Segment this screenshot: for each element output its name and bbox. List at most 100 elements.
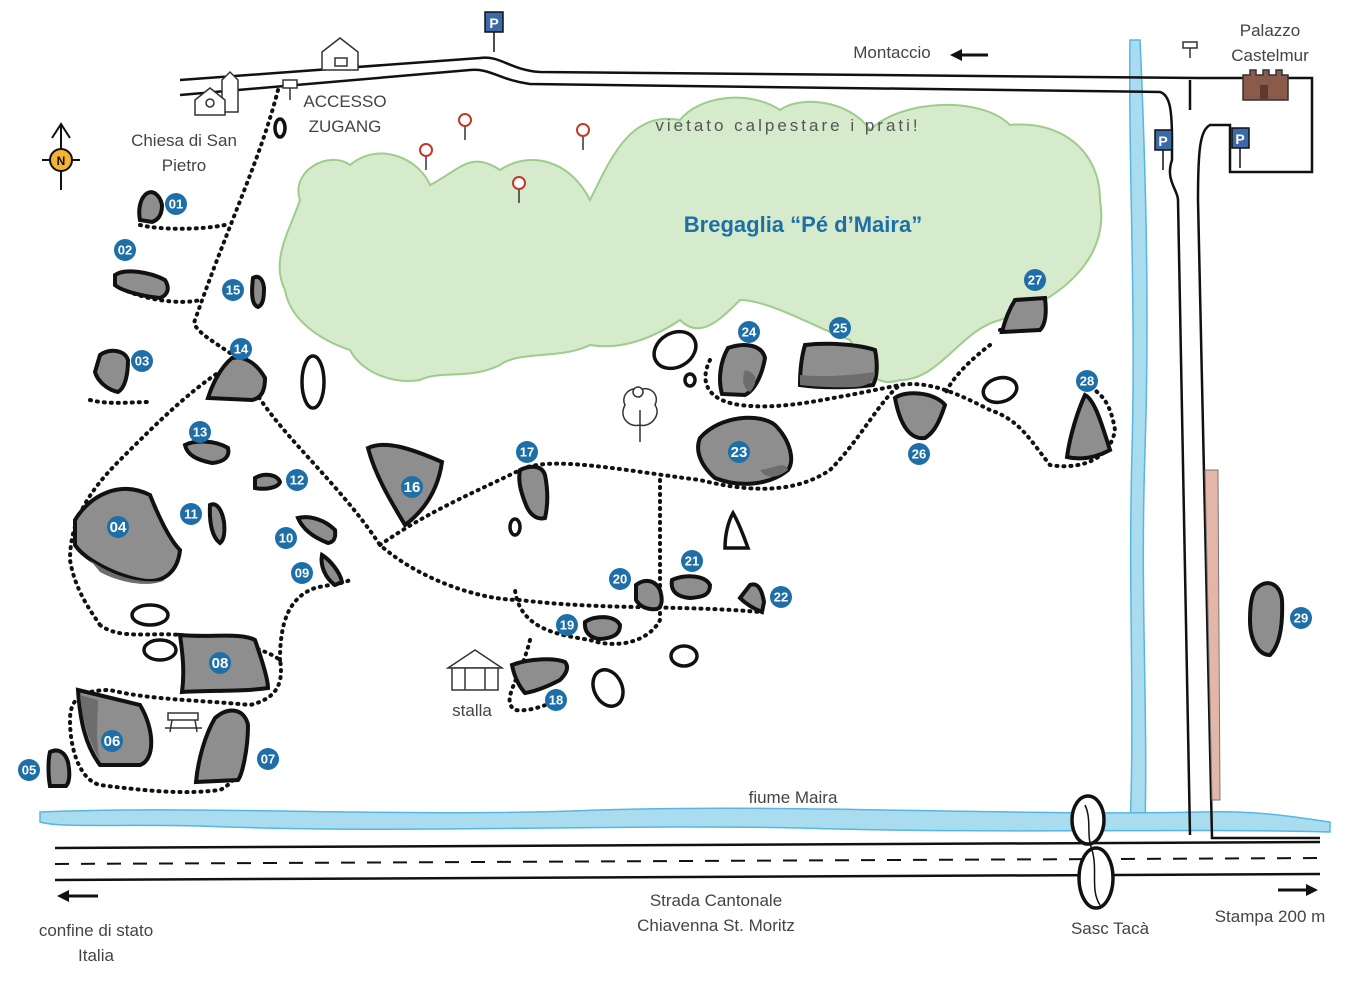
top-road-inner bbox=[179, 68, 1192, 836]
boulder-20[interactable] bbox=[634, 578, 664, 612]
road-centerline bbox=[54, 857, 1321, 865]
boulder-number-07[interactable]: 07 bbox=[257, 748, 279, 770]
boulder-03[interactable] bbox=[92, 348, 131, 395]
boulder-number-29[interactable]: 29 bbox=[1290, 607, 1312, 629]
boulder-05[interactable] bbox=[46, 748, 72, 788]
boulder-number-13[interactable]: 13 bbox=[189, 421, 211, 443]
boulder-number-16[interactable]: 16 bbox=[401, 476, 423, 498]
boulder-number-10[interactable]: 10 bbox=[275, 527, 297, 549]
boulder-number-14[interactable]: 14 bbox=[230, 338, 252, 360]
boulder-09[interactable] bbox=[319, 551, 345, 588]
boulder-number-label: 19 bbox=[560, 618, 574, 633]
bench-icon bbox=[165, 712, 202, 733]
boulder-number-21[interactable]: 21 bbox=[681, 550, 703, 572]
river-label: fiume Maira bbox=[749, 788, 838, 807]
boulder-number-11[interactable]: 11 bbox=[180, 503, 202, 525]
boulder-number-24[interactable]: 24 bbox=[738, 321, 760, 343]
boulder-01[interactable] bbox=[137, 190, 165, 225]
boulder-07[interactable] bbox=[193, 708, 251, 785]
boulder-21[interactable] bbox=[669, 574, 713, 601]
boulder-number-02[interactable]: 02 bbox=[114, 239, 136, 261]
boulder-13[interactable] bbox=[182, 439, 231, 466]
sasc-taca-crack bbox=[1084, 804, 1101, 906]
boulder-number-label: 16 bbox=[404, 479, 421, 496]
svg-text:P: P bbox=[1158, 133, 1167, 149]
area-title: Bregaglia “Pé d’Maira” bbox=[684, 212, 922, 237]
boulder-number-03[interactable]: 03 bbox=[131, 350, 153, 372]
road-edge-top bbox=[54, 840, 1321, 850]
tree-icon bbox=[622, 386, 658, 442]
boulder-number-15[interactable]: 15 bbox=[222, 279, 244, 301]
parking-icon: P bbox=[1154, 129, 1173, 170]
boulder-27[interactable] bbox=[999, 295, 1048, 335]
boulder-29[interactable] bbox=[1247, 581, 1285, 658]
boulder-02[interactable] bbox=[113, 269, 170, 301]
boulder-14[interactable] bbox=[205, 355, 268, 403]
parking-icon: P bbox=[484, 11, 504, 52]
boulder-04[interactable] bbox=[73, 487, 183, 584]
boulder-number-label: 14 bbox=[234, 342, 249, 357]
arrow-right-icon bbox=[1278, 884, 1318, 896]
arrow-left-icon bbox=[57, 890, 98, 902]
boulder-number-20[interactable]: 20 bbox=[609, 568, 631, 590]
boulder-number-05[interactable]: 05 bbox=[18, 759, 40, 781]
boulder-number-label: 13 bbox=[193, 425, 207, 440]
boulder-number-09[interactable]: 09 bbox=[291, 562, 313, 584]
boulder-28[interactable] bbox=[1064, 392, 1113, 461]
boulder-number-26[interactable]: 26 bbox=[908, 443, 930, 465]
boulder-number-label: 01 bbox=[169, 197, 183, 212]
castle-icon bbox=[1242, 69, 1289, 101]
boulder-10[interactable] bbox=[295, 515, 338, 546]
boulder-number-label: 02 bbox=[118, 243, 132, 258]
east-road bbox=[1196, 76, 1320, 840]
boulder-26[interactable] bbox=[892, 391, 948, 441]
trail bbox=[703, 358, 902, 409]
boulder-number-18[interactable]: 18 bbox=[545, 689, 567, 711]
boulder-number-label: 26 bbox=[912, 447, 926, 462]
road-edge-bottom bbox=[54, 872, 1321, 882]
stone bbox=[981, 375, 1019, 405]
boulder-number-label: 07 bbox=[261, 752, 275, 767]
boulder-25[interactable] bbox=[797, 341, 879, 390]
boulder-number-19[interactable]: 19 bbox=[556, 614, 578, 636]
road-label-line2: Chiavenna St. Moritz bbox=[637, 916, 795, 935]
boulder-number-label: 23 bbox=[731, 444, 748, 461]
house-icon bbox=[321, 37, 359, 71]
boulder-number-01[interactable]: 01 bbox=[165, 193, 187, 215]
boulder-number-label: 09 bbox=[295, 566, 309, 581]
boulder-06[interactable] bbox=[75, 687, 154, 767]
boulder-12[interactable] bbox=[253, 472, 283, 491]
boulder-number-label: 10 bbox=[279, 531, 293, 546]
boulder-number-17[interactable]: 17 bbox=[516, 441, 538, 463]
boulder-number-12[interactable]: 12 bbox=[286, 469, 308, 491]
church-label-line2: Pietro bbox=[162, 156, 206, 175]
boulder-number-label: 12 bbox=[290, 473, 304, 488]
boulder-number-label: 22 bbox=[774, 590, 788, 605]
boulder-number-label: 11 bbox=[184, 507, 198, 522]
trail bbox=[513, 478, 662, 646]
boulder-11[interactable] bbox=[207, 502, 227, 546]
boulder-19[interactable] bbox=[582, 615, 623, 642]
trail bbox=[192, 88, 280, 362]
boulder-number-label: 06 bbox=[104, 733, 121, 750]
boulder-17[interactable] bbox=[517, 464, 550, 521]
boulder-number-25[interactable]: 25 bbox=[829, 317, 851, 339]
boulder-number-label: 24 bbox=[742, 325, 757, 340]
boulder-number-23[interactable]: 23 bbox=[728, 441, 750, 463]
boulder-number-06[interactable]: 06 bbox=[101, 730, 123, 752]
boulder-number-22[interactable]: 22 bbox=[770, 586, 792, 608]
boulder-15[interactable] bbox=[250, 274, 267, 310]
stone bbox=[130, 603, 170, 627]
boulder-number-28[interactable]: 28 bbox=[1076, 370, 1098, 392]
boulder-number-label: 08 bbox=[212, 655, 229, 672]
boulder-number-label: 18 bbox=[549, 693, 563, 708]
boulder-24[interactable] bbox=[718, 343, 768, 398]
boulder-number-04[interactable]: 04 bbox=[107, 516, 129, 538]
boulder-number-27[interactable]: 27 bbox=[1024, 269, 1046, 291]
boulder-18[interactable] bbox=[509, 657, 570, 696]
boulder-22[interactable] bbox=[737, 582, 767, 615]
stone bbox=[142, 638, 178, 662]
boulder-number-08[interactable]: 08 bbox=[209, 652, 231, 674]
boulder-number-label: 27 bbox=[1028, 273, 1042, 288]
stream-vertical bbox=[1128, 39, 1148, 831]
